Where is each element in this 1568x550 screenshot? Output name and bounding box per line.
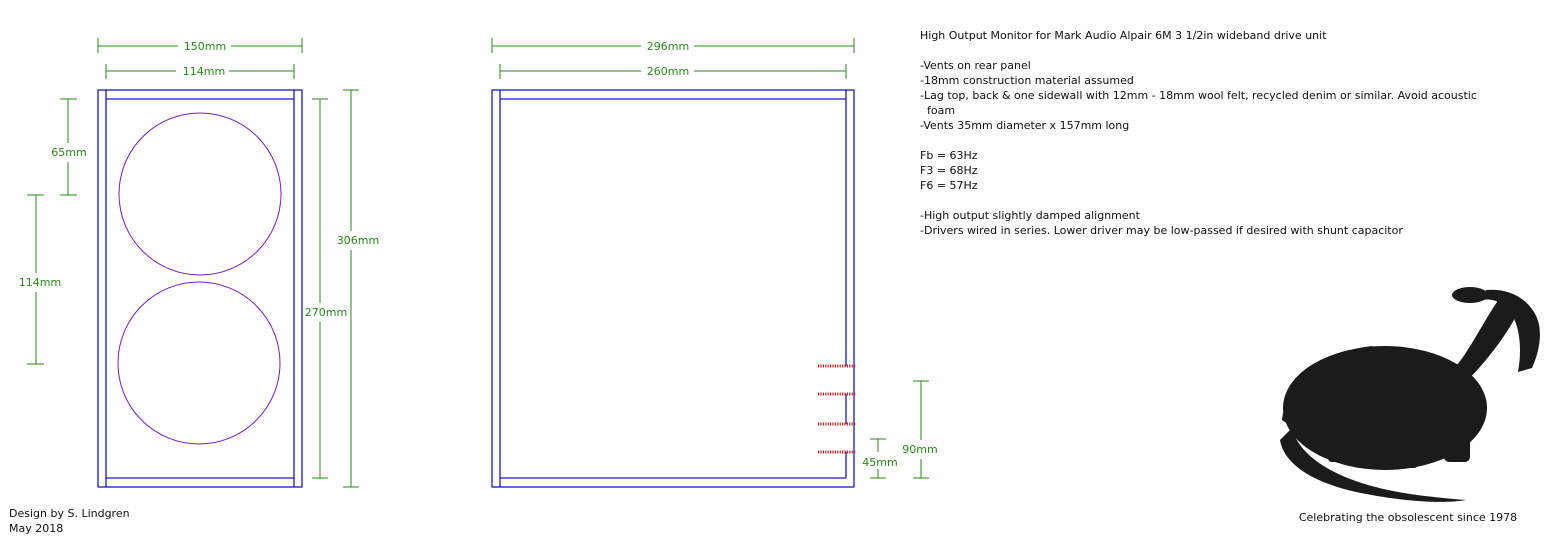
dim-outer-depth: 296mm xyxy=(491,38,855,53)
dim-driver-spacing-label: 114mm xyxy=(19,276,61,289)
side-view: 296mm 260mm 45mm 90mm xyxy=(491,38,938,488)
dim-vent-offset-45: 45mm xyxy=(862,438,898,479)
note-line: foam xyxy=(920,104,955,117)
note-line: -High output slightly damped alignment xyxy=(920,209,1141,222)
note-line: -Drivers wired in series. Lower driver m… xyxy=(920,224,1403,237)
note-line: -Lag top, back & one sidewall with 12mm … xyxy=(920,89,1477,102)
notes: High Output Monitor for Mark Audio Alpai… xyxy=(920,29,1477,237)
dim-outer-height-label: 306mm xyxy=(337,234,379,247)
dim-driver-spacing: 114mm xyxy=(19,194,61,365)
dim-vent-offset-45-label: 45mm xyxy=(862,456,897,469)
front-view: 150mm 114mm 65mm 114mm xyxy=(19,38,379,488)
dim-outer-height: 306mm xyxy=(337,89,379,488)
tagline: Celebrating the obsolescent since 1978 xyxy=(1299,511,1517,524)
credit-designer: Design by S. Lindgren xyxy=(9,507,130,520)
dim-inner-height-label: 270mm xyxy=(305,306,347,319)
freq-line: Fb = 63Hz xyxy=(920,149,978,162)
freq-line: F6 = 57Hz xyxy=(920,179,978,192)
note-line: -Vents on rear panel xyxy=(920,59,1031,72)
lower-driver-cutout xyxy=(117,281,281,445)
dim-inner-depth-label: 260mm xyxy=(647,65,689,78)
notes-title: High Output Monitor for Mark Audio Alpai… xyxy=(920,29,1327,42)
front-outer-outline xyxy=(97,89,303,488)
dim-inner-height: 270mm xyxy=(305,98,347,479)
dim-outer-width: 150mm xyxy=(97,38,303,53)
dim-top-offset-label: 65mm xyxy=(51,146,86,159)
note-line: -Vents 35mm diameter x 157mm long xyxy=(920,119,1129,132)
dim-inner-width-label: 114mm xyxy=(183,65,225,78)
dim-top-offset: 65mm xyxy=(51,98,87,196)
credit-date: May 2018 xyxy=(9,522,63,535)
dim-outer-width-label: 150mm xyxy=(184,40,226,53)
brontosaurus-silhouette-icon xyxy=(1280,287,1540,502)
credit: Design by S. Lindgren May 2018 xyxy=(9,507,130,535)
dim-inner-depth: 260mm xyxy=(499,64,847,79)
dim-vent-offset-90: 90mm xyxy=(902,380,938,479)
note-line: -18mm construction material assumed xyxy=(920,74,1134,87)
dim-vent-offset-90-label: 90mm xyxy=(902,443,937,456)
dim-inner-width: 114mm xyxy=(105,64,295,79)
freq-line: F3 = 68Hz xyxy=(920,164,978,177)
side-outer-outline xyxy=(491,89,855,488)
dim-outer-depth-label: 296mm xyxy=(647,40,689,53)
upper-driver-cutout xyxy=(118,112,282,276)
